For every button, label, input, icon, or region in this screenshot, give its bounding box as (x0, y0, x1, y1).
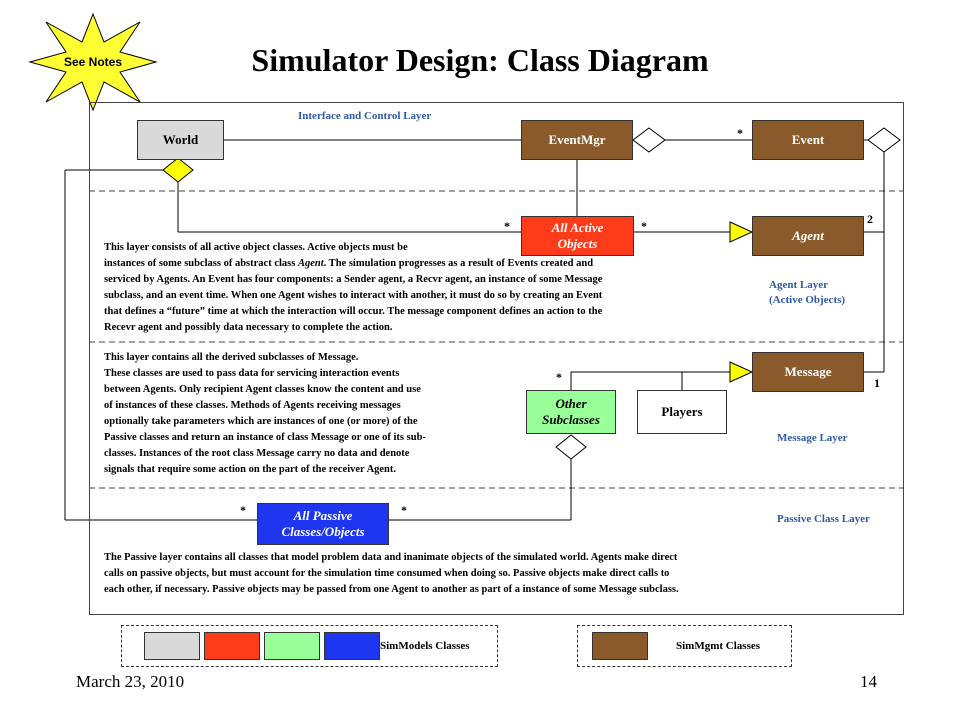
mult-message-star: * (556, 370, 562, 384)
class-all-active-label-2: Objects (557, 236, 598, 251)
page-title: Simulator Design: Class Diagram (251, 42, 709, 78)
mult-message-one: 1 (874, 376, 880, 390)
agent-text-line: that defines a “future” time at which th… (104, 306, 603, 317)
legend-simmgmt: SimMgmt Classes (577, 625, 792, 667)
message-text-line: of instances of these classes. Methods o… (104, 400, 401, 411)
agent-layer-description: This layer consists of all active object… (104, 240, 754, 336)
see-notes-star-icon[interactable]: See Notes (28, 12, 158, 112)
diagram-frame (89, 102, 904, 615)
legend-swatch-brown (592, 632, 648, 660)
mult-passive-right: * (401, 503, 407, 517)
class-world[interactable]: World (137, 120, 224, 160)
other-diamond (555, 434, 587, 460)
class-eventmgr[interactable]: EventMgr (521, 120, 633, 160)
agent-inherit-arrow (729, 221, 754, 243)
agent-text-italic: Agent (297, 258, 324, 269)
mult-agent-two: 2 (867, 212, 873, 226)
agent-text-part: instances of some subclass of abstract c… (104, 258, 298, 269)
passive-layer-description: The Passive layer contains all classes t… (104, 550, 894, 598)
footer-page-number: 14 (860, 672, 877, 691)
agent-text-line: subclass, and an event time. When one Ag… (104, 290, 603, 301)
mult-active-left: * (504, 219, 510, 233)
agent-layer-label: Agent Layer (769, 279, 828, 291)
agent-text-line: instances of some subclass of abstract c… (104, 256, 754, 272)
class-other-label-1: Other (555, 395, 587, 411)
legend-swatch-gray (144, 632, 200, 660)
class-message[interactable]: Message (752, 352, 864, 392)
class-event[interactable]: Event (752, 120, 864, 160)
mult-active-right: * (641, 219, 647, 233)
footer-date: March 23, 2010 (76, 672, 185, 691)
agent-text-line: serviced by Agents. An Event has four co… (104, 274, 603, 285)
class-eventmgr-label: EventMgr (548, 131, 606, 147)
message-layer-label: Message Layer (777, 432, 848, 444)
legend-simmodels: SimModels Classes (121, 625, 498, 667)
class-agent[interactable]: Agent (752, 216, 864, 256)
class-players[interactable]: Players (637, 390, 727, 434)
class-other-subclasses[interactable]: Other Subclasses (526, 390, 616, 434)
class-players-label: Players (661, 403, 703, 419)
passive-text-line: calls on passive objects, but must accou… (104, 568, 670, 579)
legend-simmodels-label: SimModels Classes (380, 640, 470, 652)
agent-layer-sublabel: (Active Objects) (769, 294, 846, 306)
event-diamond (867, 127, 901, 153)
message-text-line: signals that require some action on the … (104, 464, 397, 475)
agent-text-part: . The simulation progresses as a result … (323, 258, 594, 269)
message-text-line: optionally take parameters which are ins… (104, 416, 418, 427)
interface-layer-label: Interface and Control Layer (298, 110, 432, 122)
message-text-line: These classes are used to pass data for … (104, 368, 400, 379)
message-text-line: classes. Instances of the root class Mes… (104, 448, 410, 459)
message-text-line: between Agents. Only recipient Agent cla… (104, 384, 421, 395)
legend-swatch-blue (324, 632, 380, 660)
class-other-label-2: Subclasses (542, 412, 600, 427)
class-world-label: World (162, 131, 199, 147)
agent-text-line: This layer consists of all active object… (104, 242, 408, 253)
class-agent-label: Agent (792, 227, 824, 243)
class-all-active-objects[interactable]: All Active Objects (521, 216, 634, 256)
legend-swatch-green (264, 632, 320, 660)
mult-event-star: * (737, 126, 743, 140)
legend-swatch-red (204, 632, 260, 660)
class-all-active-label-1: All Active (551, 219, 604, 235)
message-layer-description: This layer contains all the derived subc… (104, 350, 534, 478)
message-inherit-arrow (729, 361, 754, 383)
class-all-passive-label-1: All Passive (293, 507, 353, 523)
agent-text-line: Recevr agent and possibly data necessary… (104, 322, 393, 333)
see-notes-label: See Notes (64, 55, 122, 69)
class-all-passive-label-2: Classes/Objects (281, 524, 365, 539)
class-event-label: Event (791, 131, 825, 147)
world-diamond (162, 157, 194, 183)
passive-text-line: The Passive layer contains all classes t… (104, 552, 678, 563)
passive-layer-label: Passive Class Layer (777, 513, 870, 525)
message-text-line: This layer contains all the derived subc… (104, 352, 359, 363)
class-all-passive-objects[interactable]: All Passive Classes/Objects (257, 503, 389, 545)
class-message-label: Message (784, 363, 832, 379)
passive-text-line: each other, if necessary. Passive object… (104, 584, 679, 595)
message-text-line: Passive classes and return an instance o… (104, 432, 426, 443)
legend-simmgmt-label: SimMgmt Classes (676, 640, 761, 652)
mult-passive-left: * (240, 503, 246, 517)
